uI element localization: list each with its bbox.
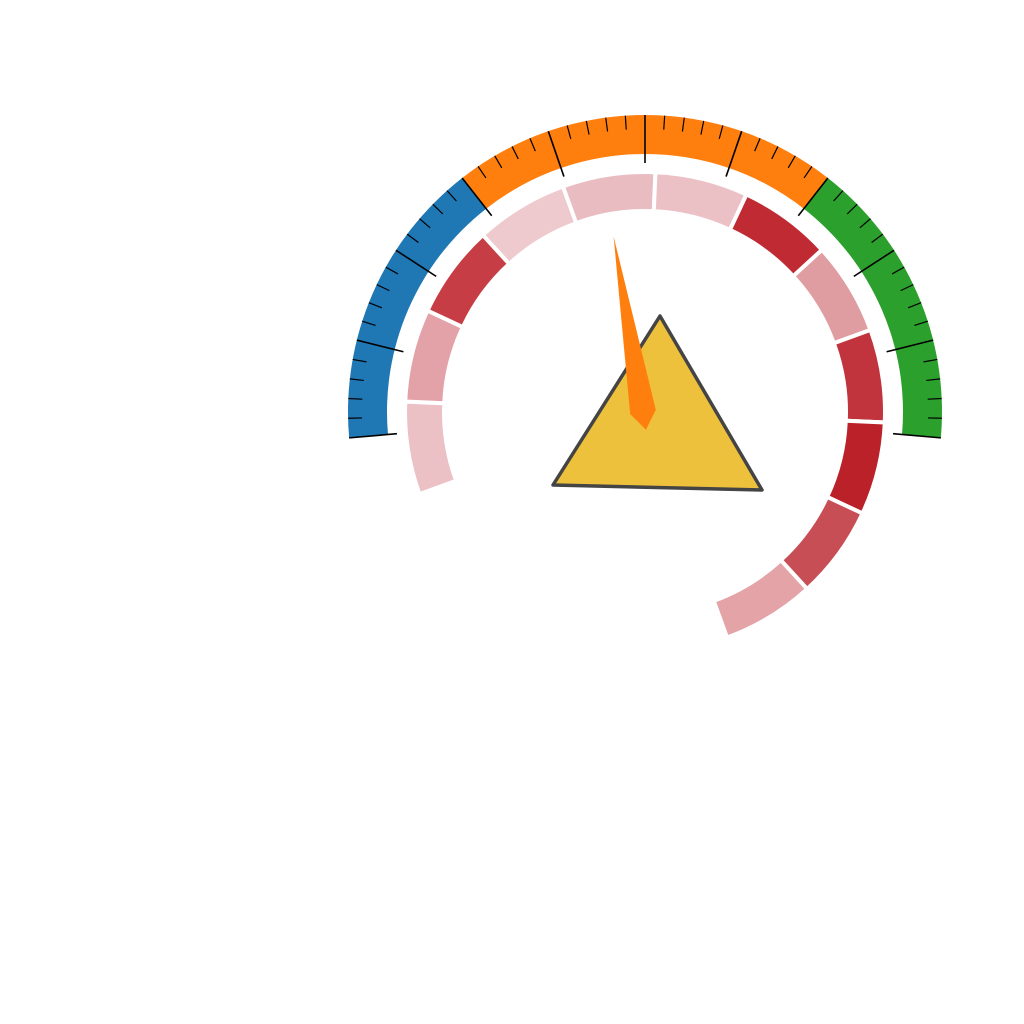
major-tick: [395, 249, 437, 278]
minor-tick: [385, 266, 399, 275]
minor-tick: [833, 190, 844, 202]
minor-tick: [529, 137, 536, 152]
gauge-band-layer: [348, 114, 942, 438]
minor-tick: [566, 125, 572, 140]
minor-tick: [376, 284, 390, 292]
minor-tick: [754, 137, 761, 152]
minor-tick: [352, 358, 367, 363]
minor-tick: [605, 117, 609, 132]
minor-tick: [348, 397, 363, 400]
inner-ring-segment: [403, 399, 459, 497]
minor-tick: [859, 218, 871, 229]
minor-tick: [846, 203, 858, 215]
major-tick: [356, 339, 404, 353]
minor-tick: [787, 155, 796, 169]
minor-tick: [362, 320, 376, 327]
minor-tick: [681, 117, 685, 132]
major-tick: [547, 130, 565, 177]
major-tick: [797, 177, 829, 217]
minor-tick: [891, 266, 905, 275]
gauge-band-high: [803, 177, 942, 438]
minor-tick: [349, 378, 364, 382]
gauge-band-low: [348, 177, 487, 438]
major-tick: [349, 432, 398, 439]
major-tick: [725, 130, 743, 177]
needle-layer: [613, 236, 656, 430]
minor-tick: [907, 302, 922, 309]
major-tick: [853, 249, 895, 278]
minor-tick: [624, 115, 627, 130]
minor-tick: [511, 146, 519, 160]
minor-tick: [927, 397, 942, 400]
inner-ring-segment: [711, 557, 810, 641]
minor-tick: [432, 203, 444, 215]
inner-ring-segment: [831, 327, 887, 425]
hub-layer: [551, 314, 764, 492]
gauge-tick-layer: [348, 115, 942, 439]
minor-tick: [406, 233, 419, 243]
inner-ring-layer: [403, 170, 887, 641]
gauge-needle: [613, 236, 656, 430]
inner-ring-segment: [560, 170, 658, 226]
minor-tick: [419, 218, 431, 229]
major-tick: [461, 177, 493, 217]
minor-tick: [477, 166, 487, 179]
minor-tick: [663, 115, 666, 130]
minor-tick: [368, 302, 383, 309]
minor-tick: [700, 120, 705, 135]
major-tick: [892, 432, 941, 439]
minor-tick: [771, 146, 779, 160]
gauge-band-mid: [462, 114, 828, 209]
minor-tick: [871, 233, 884, 243]
minor-tick: [718, 125, 724, 140]
minor-tick: [803, 166, 813, 179]
minor-tick: [926, 378, 941, 382]
minor-tick: [900, 284, 914, 292]
minor-tick: [914, 320, 928, 327]
minor-tick: [585, 120, 590, 135]
needle-hub: [551, 314, 764, 492]
minor-tick: [446, 190, 457, 202]
minor-tick: [923, 358, 938, 363]
minor-tick: [494, 155, 503, 169]
major-tick: [886, 339, 934, 353]
